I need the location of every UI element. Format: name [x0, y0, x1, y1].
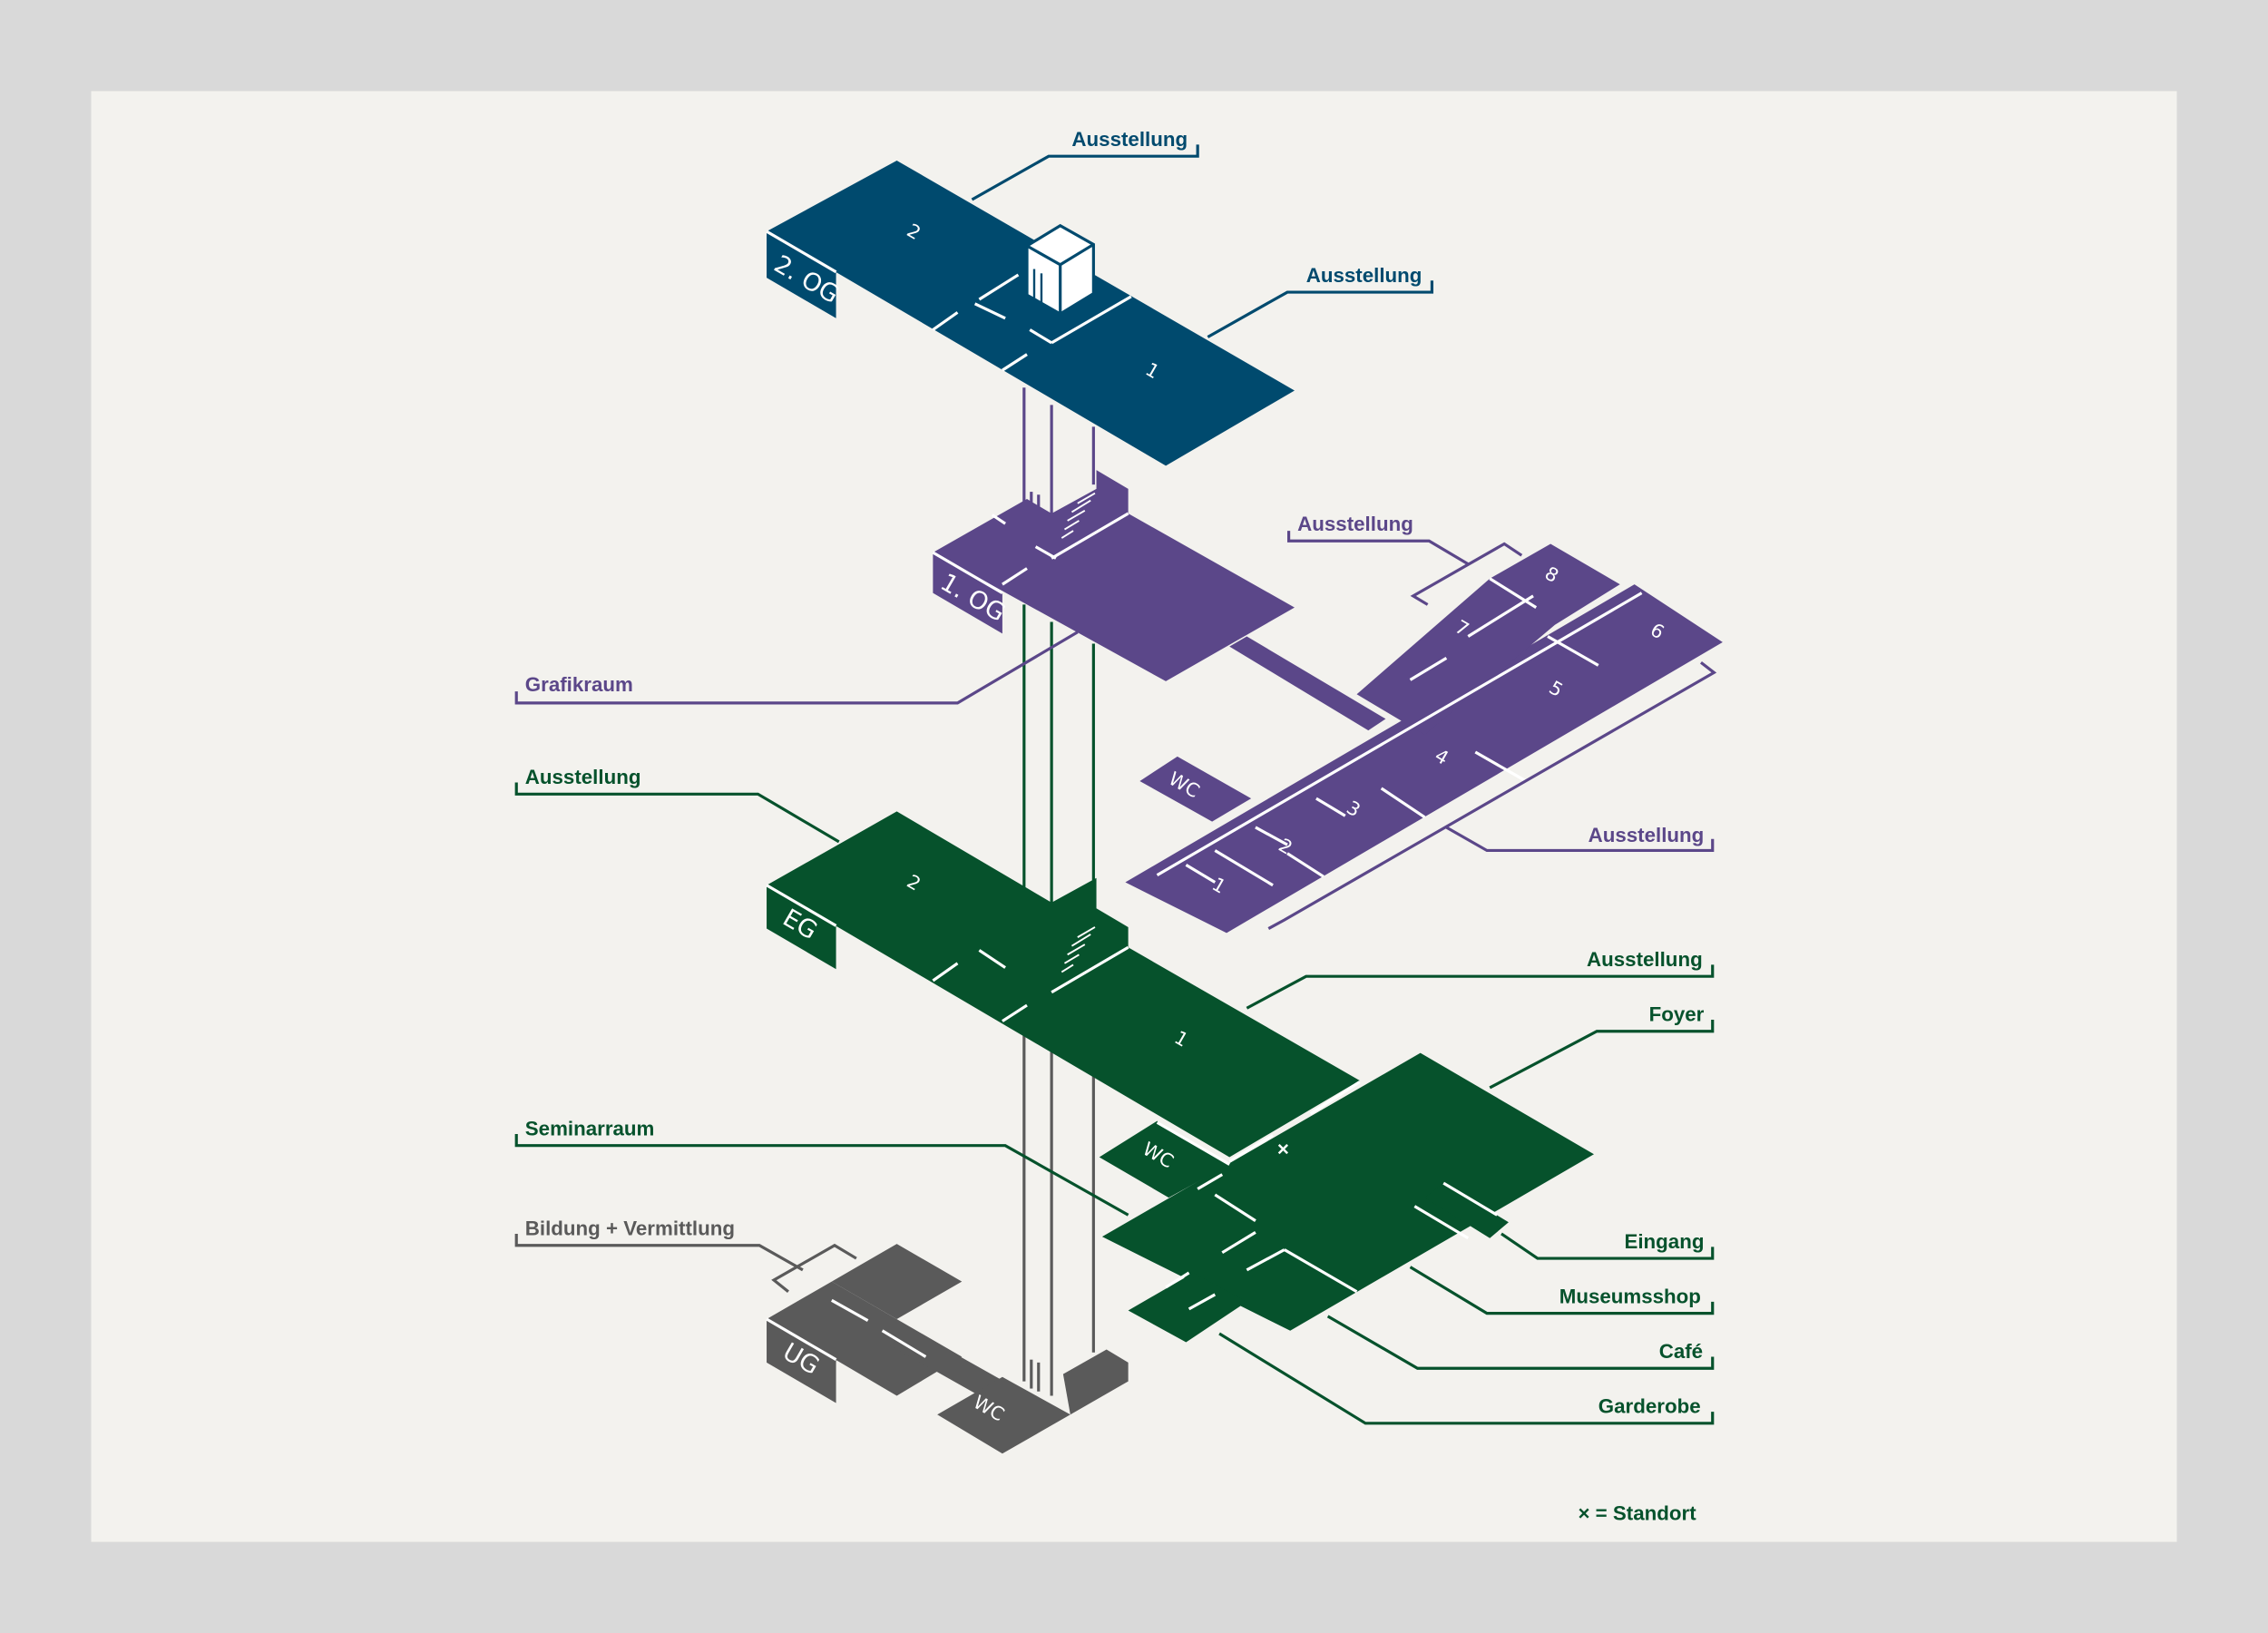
- garderobe: [1128, 1273, 1247, 1343]
- wc-1og: [1139, 756, 1252, 822]
- callout-label: Ausstellung: [1071, 128, 1188, 151]
- shaft-eg-ug: [1022, 1033, 1095, 1396]
- annex-dividers: [1156, 577, 1643, 887]
- callout-label: Garderobe: [1598, 1395, 1701, 1418]
- room-dividers: [932, 945, 1498, 1311]
- callout-label: Foyer: [1649, 1003, 1705, 1026]
- callout-label: Museumsshop: [1559, 1285, 1701, 1307]
- callout-label: Eingang: [1624, 1230, 1704, 1253]
- foyer: [1101, 1052, 1594, 1331]
- location-marker: ×: [1277, 1138, 1289, 1160]
- callout-label: Ausstellung: [1587, 948, 1703, 971]
- callout-label: Grafikraum: [525, 673, 633, 696]
- room-dividers: [932, 273, 1132, 372]
- corridor: [1229, 636, 1386, 731]
- stairs-icon: [1061, 492, 1096, 539]
- annex: [1125, 584, 1723, 934]
- room-dividers: [991, 512, 1129, 586]
- floor-ug: UG WC: [766, 1244, 1129, 1454]
- callout-label: Bildung + Vermittlung: [525, 1217, 735, 1240]
- callout-label: Seminarraum: [525, 1118, 655, 1140]
- callout-label: Ausstellung: [525, 766, 641, 788]
- stairs-icon: [1061, 926, 1096, 973]
- annex-rooms-7-8: [1356, 543, 1620, 735]
- legend: × = Standort: [1578, 1502, 1696, 1525]
- entrance: [1424, 1183, 1509, 1238]
- floor-eg: EG 2 1 WC ×: [766, 811, 1594, 1343]
- callout-label: Ausstellung: [1297, 513, 1413, 535]
- elevator-icon: [1025, 223, 1095, 316]
- callout-label: Ausstellung: [1589, 824, 1705, 846]
- wc-eg: [1099, 1120, 1230, 1198]
- callout-label: Ausstellung: [1306, 264, 1422, 287]
- callouts: Ausstellung Ausstellung Ausstellung Graf…: [514, 128, 1717, 1425]
- callout-label: Café: [1659, 1340, 1703, 1363]
